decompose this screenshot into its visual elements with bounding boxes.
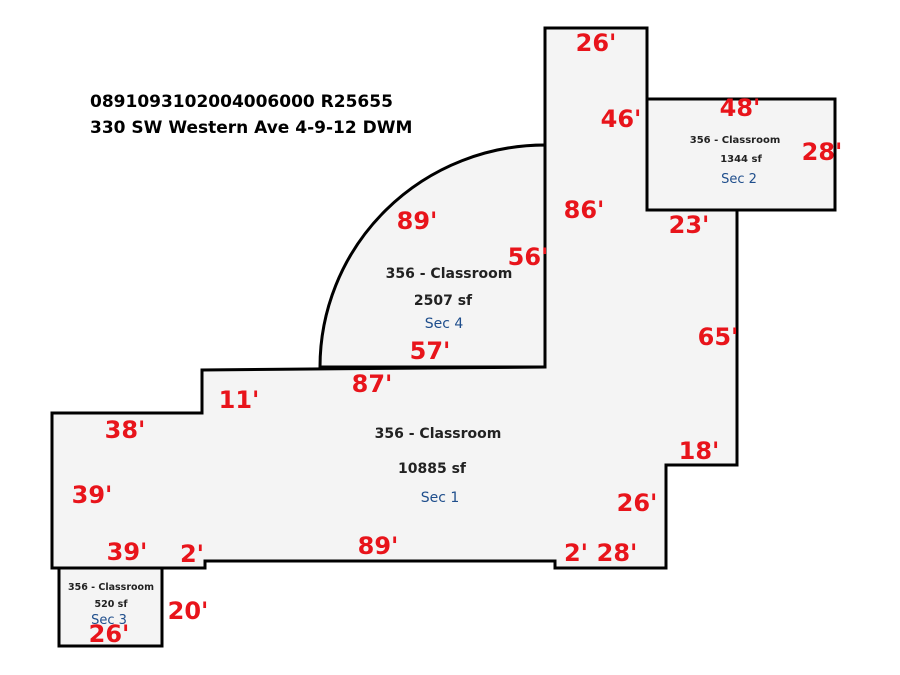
- dimension-label: 26': [617, 489, 658, 517]
- section-3-outline: [57, 566, 164, 648]
- section-4-area: 2507 sf: [414, 293, 473, 309]
- dimension-label: 38': [105, 416, 146, 444]
- dimension-label: 57': [410, 337, 451, 365]
- dimension-label: 20': [168, 597, 209, 625]
- section-4-label: Sec 4: [425, 316, 464, 332]
- dimension-label: 89': [358, 532, 399, 560]
- section-2-label: Sec 2: [721, 172, 757, 187]
- dimension-label: 26': [576, 29, 617, 57]
- parcel-number: 0891093102004006000 R25655: [90, 92, 393, 112]
- dimension-label: 65': [698, 323, 739, 351]
- dimension-label: 89': [397, 207, 438, 235]
- section-4-use: 356 - Classroom: [386, 266, 513, 282]
- dimension-label: 86': [564, 196, 605, 224]
- dimension-label: 39': [107, 538, 148, 566]
- dimension-label: 39': [72, 481, 113, 509]
- dimension-label: 2': [564, 539, 588, 567]
- address-line: 330 SW Western Ave 4-9-12 DWM: [90, 118, 412, 138]
- section-4-outline: [318, 143, 547, 369]
- dimension-label: 46': [601, 105, 642, 133]
- dimension-label: 26': [89, 620, 130, 648]
- dimension-label: 28': [802, 138, 843, 166]
- dimension-label: 48': [720, 94, 761, 122]
- section-2-outline: [645, 97, 837, 212]
- section-3-label: Sec 3: [91, 613, 127, 628]
- section-3-area: 520 sf: [95, 599, 129, 610]
- section-1-use: 356 - Classroom: [375, 426, 502, 442]
- section-3-use: 356 - Classroom: [68, 582, 154, 593]
- dimension-label: 18': [679, 437, 720, 465]
- dimension-label: 11': [219, 386, 260, 414]
- section-2-area: 1344 sf: [720, 154, 762, 165]
- section-1-label: Sec 1: [421, 490, 460, 506]
- section-2-use: 356 - Classroom: [690, 135, 781, 146]
- dimension-label: 28': [597, 539, 638, 567]
- dimension-label: 87': [352, 370, 393, 398]
- dimension-label: 56': [508, 243, 549, 271]
- dimension-label: 23': [669, 211, 710, 239]
- section-1-area: 10885 sf: [398, 461, 467, 477]
- dimension-label: 2': [180, 540, 204, 568]
